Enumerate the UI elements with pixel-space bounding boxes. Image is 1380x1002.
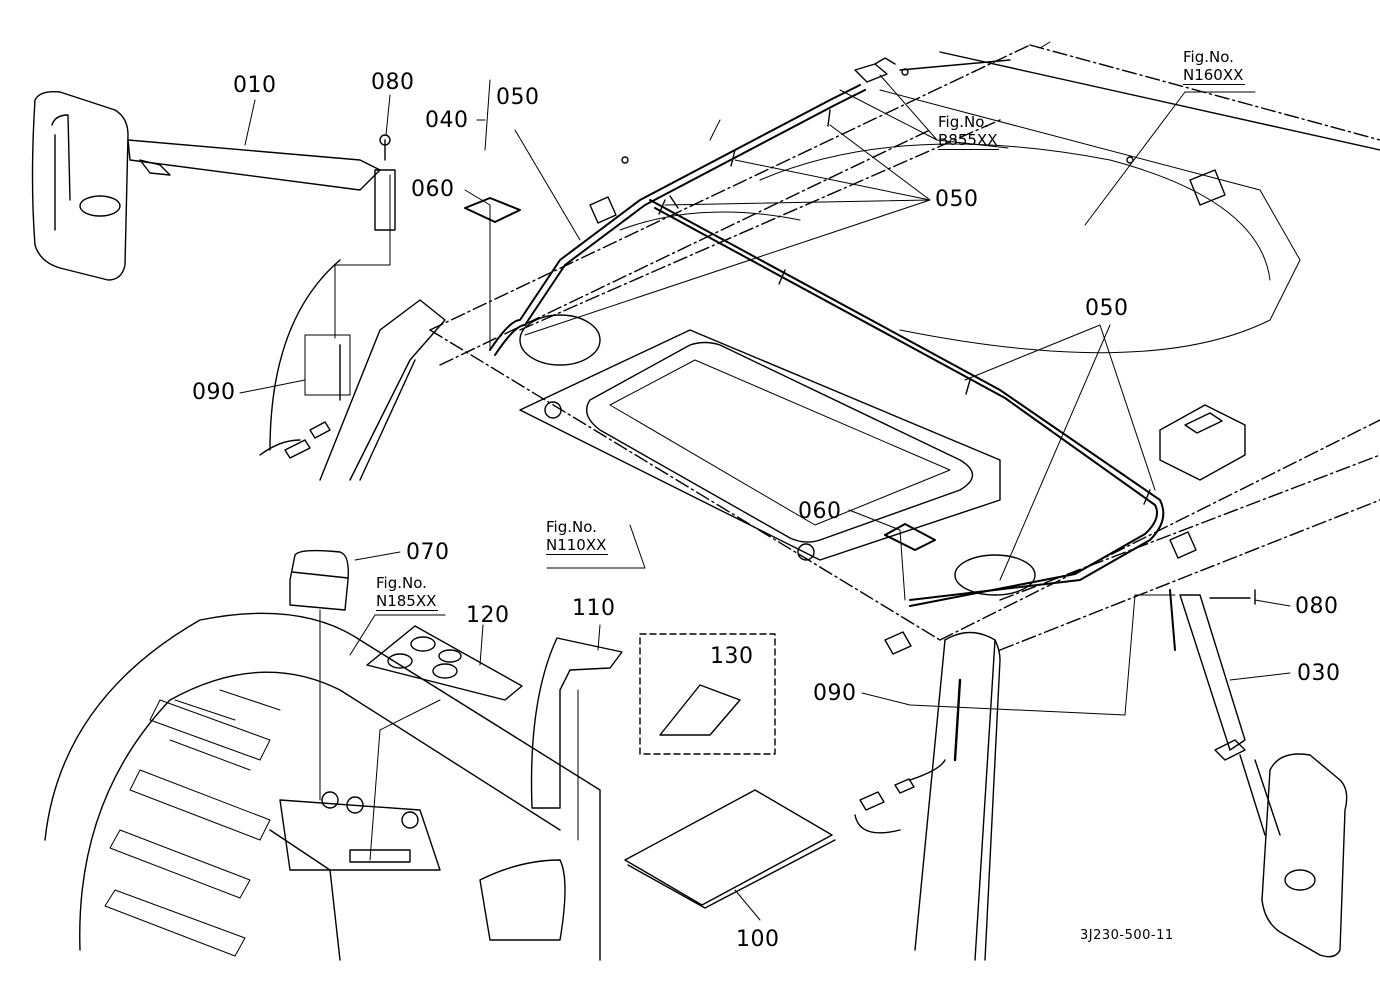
left-mirror-assembly [31,90,396,281]
cab-roof [429,44,1380,651]
fig-ref-prefix: Fig.No. [1183,48,1234,66]
speaker-left [519,314,601,366]
left-bracket [304,334,351,401]
callout-050-right: 050 [1085,296,1129,321]
fig-ref-n185xx[interactable]: Fig.No. N185XX [376,574,439,611]
roof-connector [854,57,896,83]
callout-060-left: 060 [411,177,455,202]
callout-110: 110 [572,596,616,621]
fig-ref-prefix: Fig.No. [938,113,989,131]
callout-040: 040 [425,108,469,133]
label-120 [366,625,523,701]
callout-050-top: 050 [935,187,979,212]
roof-panel [619,51,1380,354]
callout-100: 100 [736,927,780,952]
label-110 [530,637,623,809]
fig-ref-b855xx[interactable]: Fig.No. B855XX [938,113,1000,150]
callout-080-left: 080 [371,70,415,95]
roof-brackets [589,169,1226,655]
callout-050-group: 050 [496,85,540,110]
speaker-right [954,554,1036,596]
callout-080-right: 080 [1295,594,1339,619]
callout-060-center: 060 [798,499,842,524]
fig-ref-number[interactable]: B855XX [938,131,1000,150]
fig-ref-number[interactable]: N110XX [546,536,609,555]
wiring-harness [489,84,1165,607]
right-connector [854,759,946,834]
roof-hatch-opening [519,329,1001,561]
fig-ref-n160xx[interactable]: Fig.No. N160XX [1183,48,1246,85]
drawing-code: 3J230-500-11 [1080,928,1174,943]
callout-090-left: 090 [192,380,236,405]
switch-070 [289,549,350,611]
sticker-060a [464,197,521,223]
manual-100 [624,789,836,909]
callout-030: 030 [1297,661,1341,686]
fig-ref-number[interactable]: N185XX [376,592,439,611]
sticker-060b [884,523,936,551]
label-130-box [639,633,776,755]
leader-lines [239,41,1291,921]
callout-130: 130 [710,644,754,669]
harness-clips [658,109,1151,505]
callout-120: 120 [466,603,510,628]
right-mirror-assembly [1169,589,1348,958]
left-pillar [319,299,446,481]
fig-ref-prefix: Fig.No. [546,518,597,536]
fig-ref-n110xx[interactable]: Fig.No. N110XX [546,518,609,555]
callout-070: 070 [406,540,450,565]
right-pillar [914,631,1001,961]
callout-090-right: 090 [813,681,857,706]
fig-ref-number[interactable]: N160XX [1183,66,1246,85]
operator-console [44,612,601,961]
fig-ref-prefix: Fig.No. [376,574,427,592]
callout-010: 010 [233,73,277,98]
interior-light [1159,404,1246,481]
left-connector [259,259,341,459]
